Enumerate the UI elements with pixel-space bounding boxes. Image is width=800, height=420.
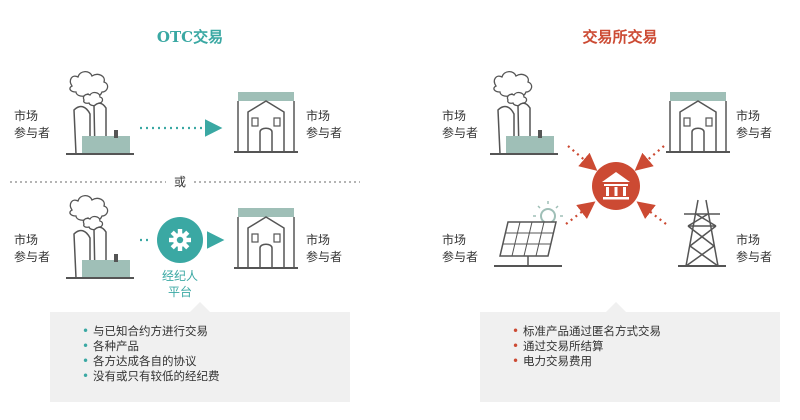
otc-participant-label-2: 市场参与者 [306,109,343,140]
exchange-feature-item: 标准产品通过匿名方式交易 [512,324,661,339]
gear-icon [157,217,203,263]
factory-icon [65,194,135,279]
factory-icon [65,70,135,155]
exchange-box-pointer [606,302,626,312]
broker-platform-label: 经纪人平台 [161,269,198,299]
or-label: 或 [173,175,186,189]
factory-icon [489,70,559,155]
otc-feature-item: 与已知合约方进行交易 [82,324,220,339]
otc-participant-label-4: 市场参与者 [306,233,343,264]
exchange-participant-label-1: 市场参与者 [442,109,479,140]
exchange-participant-label-3: 市场参与者 [442,233,479,264]
house-icon [233,207,299,269]
otc-box-pointer [190,302,210,312]
house-icon [665,91,731,153]
exchange-arrow-top-left [567,145,598,171]
otc-features-box: 与已知合约方进行交易 各种产品 各方达成各自的协议 没有或只有较低的经纪费 [50,312,350,402]
exchange-arrow-top-right [634,145,665,171]
exchange-arrow-bottom-left [565,201,596,225]
otc-feature-item: 没有或只有较低的经纪费 [82,369,220,384]
otc-participant-label-1: 市场参与者 [14,109,51,140]
exchange-feature-item: 通过交易所结算 [512,339,661,354]
exchange-arrow-bottom-right [636,201,667,225]
solar-panel-icon [494,201,563,267]
exchange-participant-label-4: 市场参与者 [736,233,773,264]
otc-features-list: 与已知合约方进行交易 各种产品 各方达成各自的协议 没有或只有较低的经纪费 [82,324,220,384]
exchange-feature-item: 电力交易费用 [512,354,661,369]
otc-feature-item: 各种产品 [82,339,220,354]
otc-feature-item: 各方达成各自的协议 [82,354,220,369]
otc-participant-label-3: 市场参与者 [14,233,51,264]
exchange-features-list: 标准产品通过匿名方式交易 通过交易所结算 电力交易费用 [512,324,661,369]
otc-title: OTC交易 [156,28,224,46]
exchange-participant-label-2: 市场参与者 [736,109,773,140]
house-icon [233,91,299,153]
exchange-features-box: 标准产品通过匿名方式交易 通过交易所结算 电力交易费用 [480,312,780,402]
bank-icon [592,162,640,210]
exchange-title: 交易所交易 [582,28,658,46]
power-pylon-icon [678,199,726,267]
